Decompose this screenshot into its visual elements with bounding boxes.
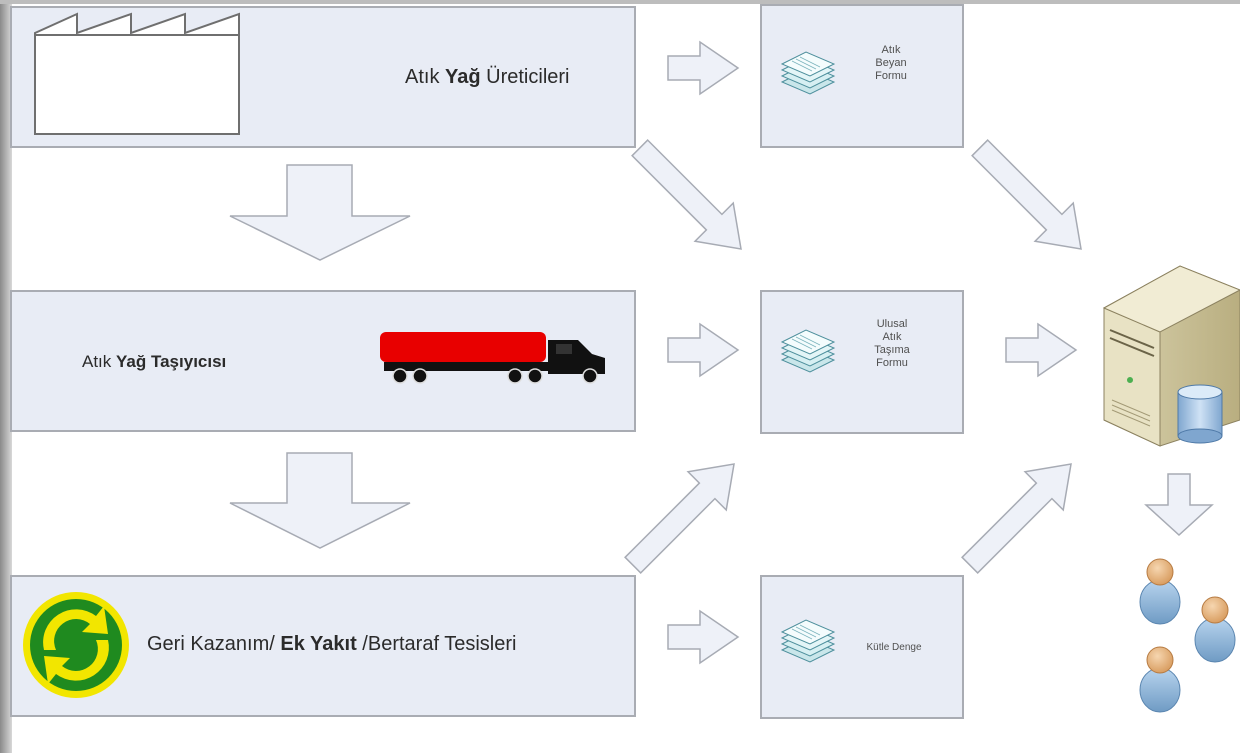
down-arrow-1	[229, 164, 411, 261]
right-arrow-producers	[667, 40, 740, 96]
mass-balance-form-label: Kütle Denge	[866, 642, 922, 653]
document-stack-icon	[781, 51, 835, 95]
diag-arrow-facilities-to-transport	[624, 463, 735, 574]
transport-form-box	[760, 290, 964, 434]
right-arrow-to-server	[1005, 322, 1078, 378]
recycle-icon	[23, 592, 129, 698]
factory-icon	[34, 12, 240, 135]
right-arrow-carrier	[667, 322, 740, 378]
diag-arrow-producers-to-transport	[631, 139, 742, 250]
carrier-label: Atık Yağ Taşıyıcısı	[82, 352, 227, 371]
tanker-truck-icon	[380, 332, 605, 384]
document-stack-icon	[781, 329, 835, 373]
declaration-form-label: Atık Beyan Formu	[875, 44, 907, 82]
server-database-icon	[1102, 265, 1240, 447]
producers-label: Atık Yağ Üreticileri	[405, 66, 570, 88]
diag-arrow-declaration-to-server	[971, 139, 1082, 250]
diag-arrow-massbalance-to-server	[961, 463, 1072, 574]
slide-frame-top	[0, 0, 1240, 4]
right-arrow-facilities	[667, 609, 740, 665]
down-arrow-2	[229, 452, 411, 549]
document-stack-icon	[781, 619, 835, 663]
slide-frame-left	[0, 0, 12, 753]
users-icon	[1139, 558, 1236, 713]
down-arrow-3	[1144, 473, 1214, 537]
transport-form-label: Ulusal Atık Taşıma Formu	[874, 318, 910, 369]
facilities-label: Geri Kazanım/ Ek Yakıt /Bertaraf Tesisle…	[147, 633, 517, 655]
